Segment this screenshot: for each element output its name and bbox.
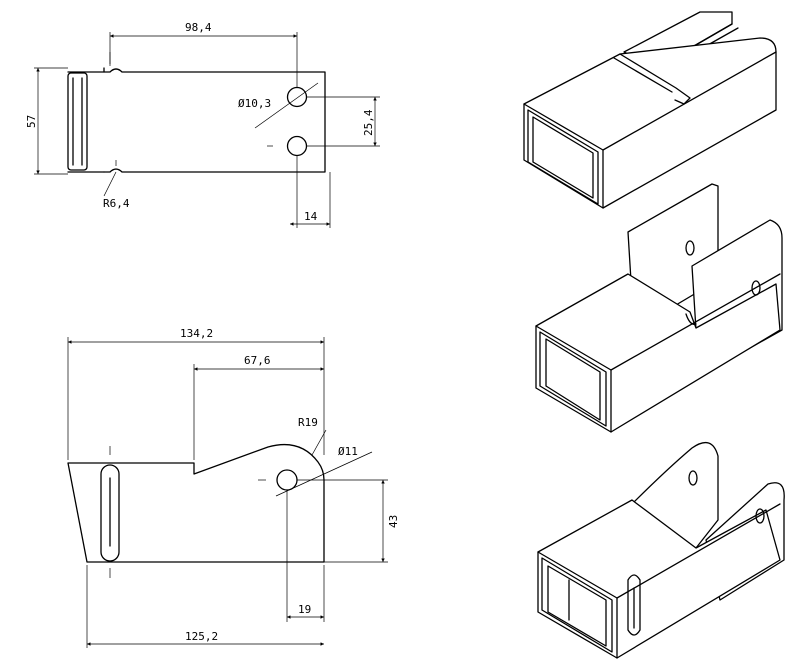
- ear-hole-left: [688, 470, 698, 486]
- dim-hole-b: Ø11: [338, 445, 358, 458]
- dim-base-b: 125,2: [185, 630, 218, 643]
- flange-hole-left: [685, 240, 695, 256]
- hole-upper: [286, 86, 308, 108]
- dim-width-a: 98,4: [185, 21, 212, 34]
- iso-view-tube-flanges: [535, 183, 783, 433]
- dim-overall-b: 134,2: [180, 327, 213, 340]
- iso-view-tube-ears: [537, 441, 785, 659]
- dim-edge-a: 14: [304, 210, 318, 223]
- dim-radius-b: R19: [298, 416, 318, 429]
- slot-b: [100, 464, 120, 562]
- flange-hole-right: [751, 280, 761, 296]
- hole-b: [276, 469, 298, 491]
- dim-height-b: 43: [387, 515, 400, 528]
- dim-spacing-a: 25,4: [362, 109, 375, 136]
- dim-hole-a: Ø10,3: [238, 97, 271, 110]
- dim-height-a: 57: [25, 115, 38, 128]
- dim-radius-a: R6,4: [103, 197, 130, 210]
- hole-lower: [286, 135, 308, 157]
- dim-edge-b: 19: [298, 603, 311, 616]
- slot-outline: [67, 72, 88, 171]
- iso-view-tube-slot: [523, 11, 777, 209]
- dim-step-b: 67,6: [244, 354, 271, 367]
- flat-pattern-a: 98,4 57 Ø10,3 25,4 14 R6,4: [25, 21, 380, 228]
- ear-hole-right: [755, 508, 765, 524]
- flat-pattern-b: 134,2 67,6 R19 Ø11 43 19 125,2: [67, 327, 400, 648]
